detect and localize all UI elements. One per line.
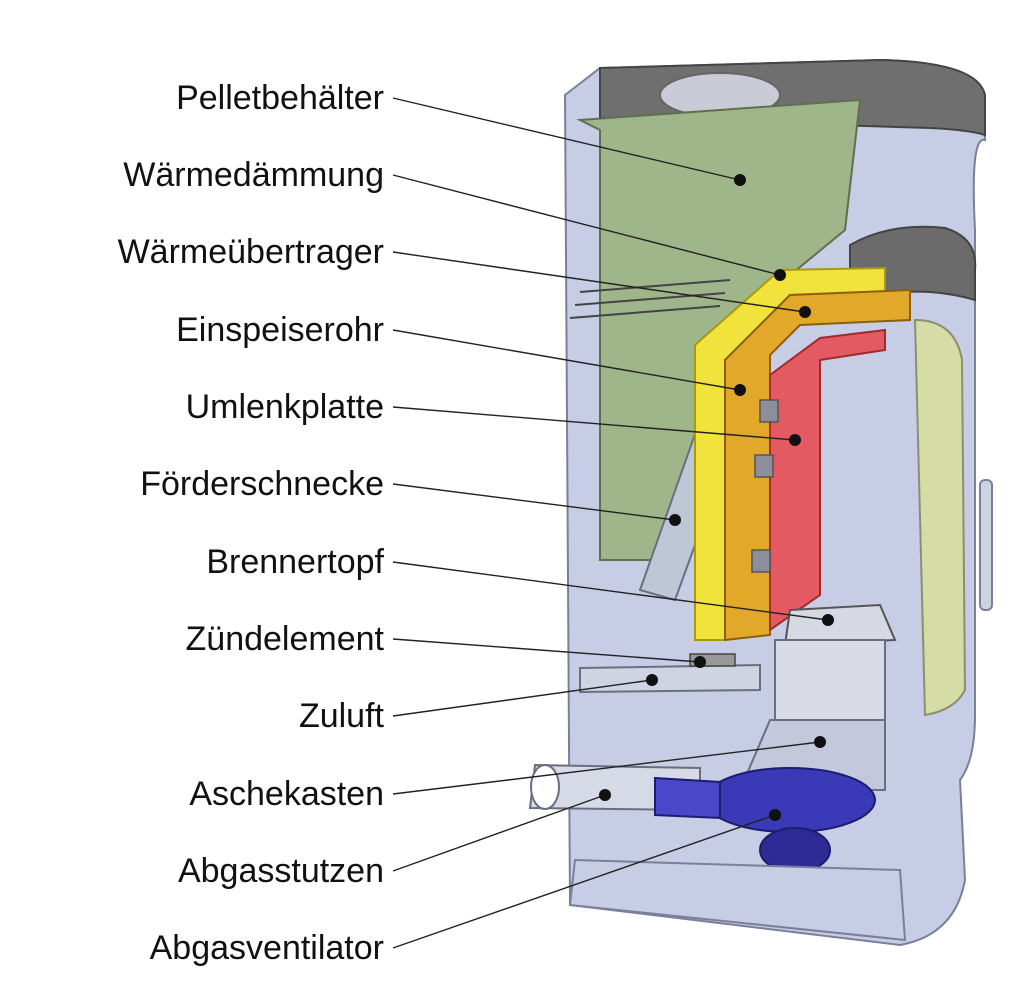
- leader-line-zuluft: [392, 679, 653, 717]
- base-shape: [568, 858, 907, 942]
- leader-marker-zuendelement: [694, 656, 706, 668]
- leader-marker-brennertopf: [822, 614, 834, 626]
- leader-marker-waermeuebertrager: [799, 306, 811, 318]
- leader-line-zuendelement: [392, 638, 701, 663]
- leader-line-einspeiserohr: [392, 329, 741, 391]
- label-zuendelement: Zündelement: [185, 620, 384, 658]
- inner-housing-shape: [774, 639, 886, 721]
- label-zuluft: Zuluft: [298, 697, 384, 735]
- leader-marker-waermedaemmung: [774, 269, 786, 281]
- leader-marker-aschekasten: [814, 736, 826, 748]
- leader-marker-abgasventilator: [769, 809, 781, 821]
- leader-marker-abgasstutzen: [599, 789, 611, 801]
- supply-air-tube: [579, 663, 761, 694]
- label-abgasstutzen: Abgasstutzen: [177, 852, 384, 890]
- leader-marker-foerderschnecke: [669, 514, 681, 526]
- combustion-chamber-shape: [769, 328, 886, 632]
- label-aschekasten: Aschekasten: [189, 775, 384, 813]
- label-brennertopf: Brennertopf: [206, 543, 384, 581]
- label-einspeiserohr: Einspeiserohr: [176, 311, 384, 349]
- leader-markers: [599, 174, 834, 821]
- grate-shape: [569, 279, 731, 319]
- leader-line-waermeuebertrager: [392, 251, 806, 313]
- leader-line-abgasstutzen: [392, 794, 606, 872]
- label-umlenkplatte: Umlenkplatte: [185, 388, 384, 426]
- label-foerderschnecke: Förderschnecke: [140, 465, 384, 503]
- leader-line-brennertopf: [392, 561, 829, 621]
- label-abgasventilator: Abgasventilator: [149, 929, 384, 967]
- leader-marker-umlenkplatte: [789, 434, 801, 446]
- leader-line-pelletbehaelter: [392, 97, 741, 181]
- exhaust-pipe-opening: [530, 764, 560, 810]
- leader-line-foerderschnecke: [392, 483, 676, 521]
- label-waermeuebertrager: Wärmeübertrager: [117, 233, 384, 271]
- label-waermedaemmung: Wärmedämmung: [123, 156, 384, 194]
- leader-marker-pelletbehaelter: [734, 174, 746, 186]
- door-handle: [979, 479, 993, 611]
- leader-line-umlenkplatte: [392, 406, 796, 441]
- leader-marker-zuluft: [646, 674, 658, 686]
- stove-side-panel: [913, 318, 967, 717]
- leader-line-waermedaemmung: [392, 174, 781, 276]
- label-pelletbehaelter: Pelletbehälter: [176, 79, 384, 117]
- exhaust-fan-duct: [654, 776, 721, 820]
- leader-line-abgasventilator: [392, 814, 776, 949]
- burner-pot-shape: [783, 603, 897, 647]
- leader-lines: [392, 97, 829, 949]
- leader-marker-einspeiserohr: [734, 384, 746, 396]
- exhaust-fan-housing: [704, 767, 876, 833]
- baffle-blocks: [751, 399, 779, 573]
- leader-line-aschekasten: [392, 741, 821, 795]
